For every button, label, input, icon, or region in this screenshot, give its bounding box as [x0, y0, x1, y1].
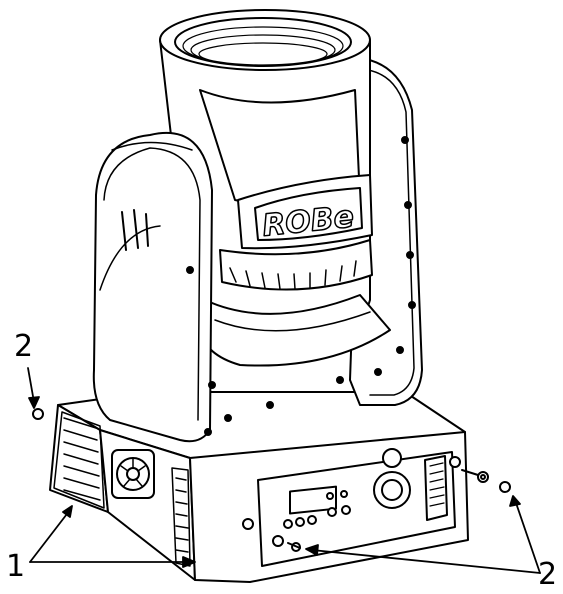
fixture-head — [159, 9, 391, 367]
callout-label-2-left: 2 — [14, 329, 34, 364]
callout-label-1: 1 — [6, 549, 26, 584]
cooling-fan — [111, 449, 155, 499]
yoke-right-screws — [336, 136, 416, 384]
callout-arrows — [27, 367, 541, 574]
fixture-base — [49, 391, 469, 583]
base-screw-right — [449, 456, 461, 468]
removed-screw-left — [32, 408, 44, 420]
base-screw-left — [242, 518, 254, 530]
control-panel — [257, 448, 456, 567]
yoke-left-arm — [92, 131, 274, 443]
removed-screws-bottom — [272, 535, 301, 552]
removed-screws-right — [461, 469, 511, 493]
left-end-vents — [53, 411, 105, 509]
front-vents — [171, 467, 191, 567]
callout-label-2-right: 2 — [538, 557, 558, 592]
